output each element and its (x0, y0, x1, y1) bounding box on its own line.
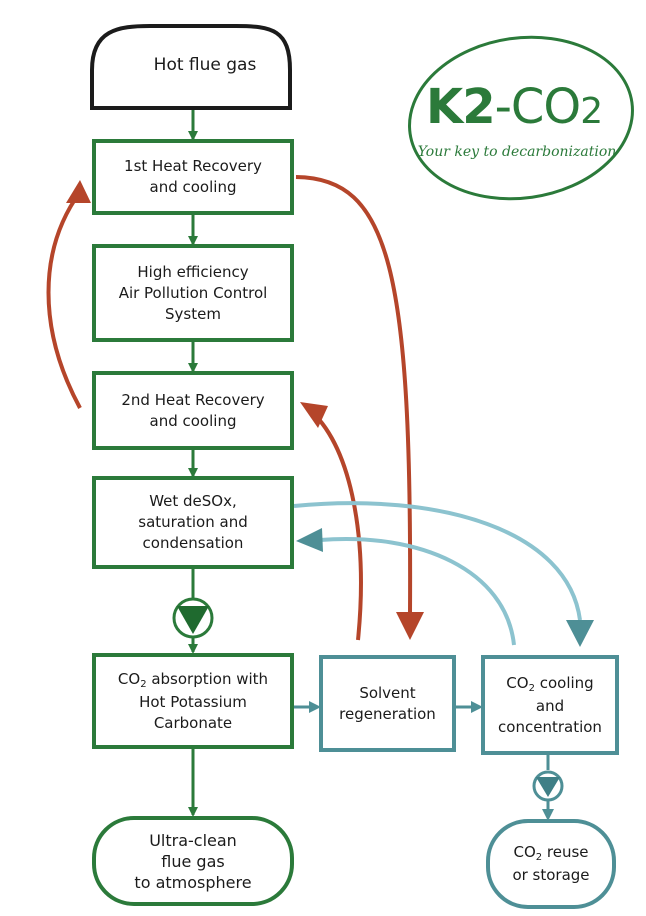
solvent-connectors (292, 701, 554, 821)
reuse-suffix: reuse (542, 843, 589, 861)
condensate-arrows (293, 501, 582, 646)
absorption-co2-sub: 2 (140, 678, 147, 690)
ultra-clean-label: Ultra-clean flue gas to atmosphere (134, 830, 252, 892)
absorption-label-line1: CO2 absorption with (118, 669, 268, 692)
co2-cooling-box (481, 655, 619, 755)
heat-transfer-arrow-to-regen (295, 175, 413, 616)
reuse-co2-text: CO (513, 843, 536, 861)
heat-loop-arrow-left (46, 190, 82, 409)
absorption-box (92, 653, 294, 749)
logo-ellipse (408, 35, 634, 201)
heat-recovery-1-label: 1st Heat Recovery and cooling (124, 157, 262, 196)
heat-arrow-heads (66, 180, 424, 640)
logo-brand-rest: -CO (494, 79, 582, 135)
desox-to-cooling-arrow (293, 501, 582, 621)
logo-brand-bold: K2 (426, 79, 496, 135)
co2-reuse-label: CO2 reuse or storage (492, 825, 610, 903)
co2-pump-icon (532, 770, 564, 802)
co2-reuse-line1: CO2 reuse (513, 842, 588, 865)
cooling-co2-text: CO (506, 673, 529, 692)
co2-reuse-node (486, 819, 616, 909)
cooling-to-desox-arrow (319, 537, 516, 646)
co2-cooling-rest: and concentration (498, 696, 602, 736)
solvent-regeneration-box (319, 655, 456, 752)
hot-flue-gas-node (90, 24, 292, 110)
heat-recovery-2-label: 2nd Heat Recovery and cooling (121, 390, 265, 430)
apc-label: High efficiency Air Pollution Control Sy… (118, 262, 268, 323)
co2-cooling-line1: CO2 cooling (506, 673, 593, 696)
pump-icon (172, 597, 214, 639)
co2-reuse-rest: or storage (512, 866, 590, 884)
logo-brand-sub: 2 (580, 91, 603, 132)
cooling-co2-sub: 2 (528, 682, 535, 694)
co2-cooling-label: CO2 cooling and concentration (487, 661, 613, 749)
apc-box (92, 244, 294, 342)
absorption-label-rest: Hot Potassium Carbonate (139, 692, 247, 732)
solvent-regeneration-label: Solvent regeneration (339, 683, 436, 723)
absorption-suffix: absorption with (146, 669, 269, 688)
heat-return-arrow (310, 410, 363, 641)
wet-desox-label: Wet deSOx, saturation and condensation (138, 492, 248, 552)
process-boxes (90, 24, 619, 909)
logo-tagline: Your key to decarbonization (417, 144, 617, 160)
cooling-suffix: cooling (534, 673, 594, 692)
heat-recovery-2-box (92, 371, 294, 450)
wet-desox-box (92, 476, 294, 569)
condensate-arrow-heads (296, 528, 594, 647)
absorption-co2-text: CO (117, 669, 141, 688)
hot-flue-gas-label: Hot flue gas (153, 54, 257, 75)
heat-recovery-1-box (92, 139, 294, 215)
ultra-clean-node (92, 816, 294, 906)
reuse-co2-sub: 2 (535, 852, 543, 863)
absorption-label: CO2 absorption with Hot Potassium Carbon… (98, 659, 288, 743)
k2-co2-logo: K2-CO2 (426, 80, 636, 139)
